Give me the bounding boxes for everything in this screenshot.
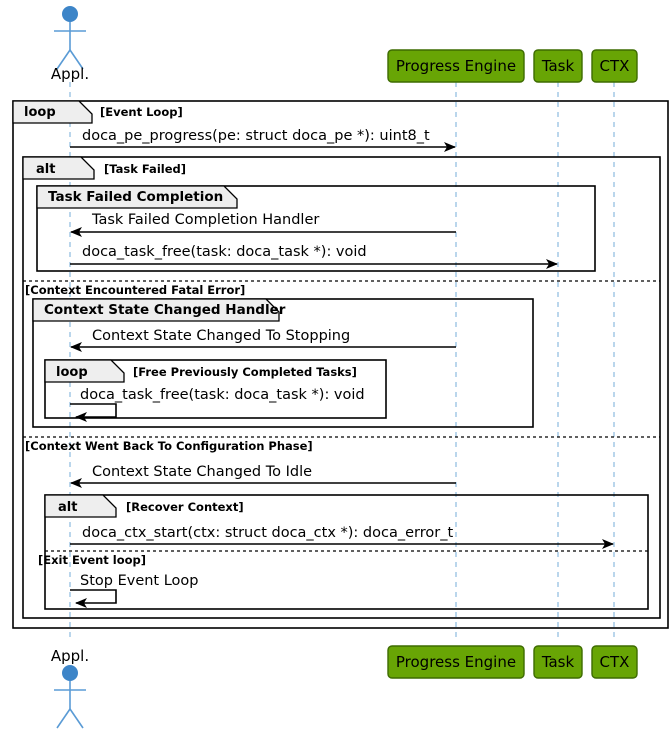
fragment-free-tasks-loop-border (44, 359, 387, 419)
fragment-guard-event-loop: [Event Loop] (100, 105, 183, 119)
fragment-recover-alt-tab (44, 494, 117, 518)
group-context-state-changed-border (32, 298, 534, 428)
fragment-task-failed-alt-border (22, 156, 661, 619)
group-context-state-changed (32, 298, 534, 428)
message-label-context-state-changed-to-stopping: Context State Changed To Stopping (92, 328, 351, 344)
actor-appl-top (54, 6, 86, 70)
group-title-context-state-changed: Context State Changed Handler (44, 302, 286, 318)
actor-leg-right-icon (69, 49, 84, 70)
message-label-context-state-changed-to-idle: Context State Changed To Idle (92, 464, 313, 480)
fragment-event-loop-tab (12, 100, 93, 124)
actor-leg-left-icon (56, 708, 71, 729)
message-label-stop-event-loop: Stop Event Loop (80, 573, 199, 589)
message-label-doca-task-free-1: doca_task_free(task: doca_task *): void (82, 244, 367, 260)
participant-box-ctx-bottom[interactable] (591, 645, 638, 679)
group-task-failed-completion-tab (36, 185, 238, 209)
actor-head-icon (62, 665, 78, 681)
participant-box-task-bottom[interactable] (533, 645, 583, 679)
fragment-free-tasks-loop-tab (44, 359, 125, 383)
participant-box-ctx-top[interactable] (591, 49, 638, 83)
actor-head-icon (62, 6, 78, 22)
fragment-guard-exit-event-loop: [Exit Event loop] (38, 553, 147, 567)
actor-leg-right-icon (69, 708, 84, 729)
fragment-recover-alt (44, 494, 649, 610)
message-label-doca-pe-progress: doca_pe_progress(pe: struct doca_pe *): … (82, 128, 430, 144)
fragment-task-failed-alt-tab (22, 156, 95, 180)
actor-leg-left-icon (56, 49, 71, 70)
fragment-event-loop (12, 100, 669, 629)
participant-boxes-top (387, 49, 638, 83)
participant-box-progress-engine-top[interactable] (387, 49, 525, 83)
fragment-guard-free-tasks-loop: [Free Previously Completed Tasks] (133, 365, 357, 379)
group-title-task-failed-completion: Task Failed Completion (48, 189, 224, 205)
fragment-operator-event-loop: loop (24, 105, 56, 120)
fragment-recover-alt-border (44, 494, 649, 610)
fragment-event-loop-border (12, 100, 669, 629)
fragment-guard-recover-alt: [Recover Context] (126, 500, 244, 514)
message-arrow-doca-task-free-self (70, 403, 117, 422)
fragment-guard-fatal-error: [Context Encountered Fatal Error] (25, 283, 246, 297)
fragment-operator-task-failed-alt: alt (36, 162, 56, 177)
fragment-guard-config-phase: [Context Went Back To Configuration Phas… (25, 439, 313, 453)
fragment-operator-free-tasks-loop: loop (56, 365, 88, 380)
participant-box-progress-engine-bottom[interactable] (387, 645, 525, 679)
message-label-doca-ctx-start: doca_ctx_start(ctx: struct doca_ctx *): … (82, 525, 454, 541)
message-label-task-failed-completion-handler: Task Failed Completion Handler (92, 212, 320, 228)
participant-box-task-top[interactable] (533, 49, 583, 83)
fragment-operator-recover-alt: alt (58, 500, 78, 515)
message-arrow-stop-event-loop-self (70, 589, 117, 608)
group-task-failed-completion-border (36, 185, 596, 272)
fragment-guard-task-failed-alt: [Task Failed] (104, 162, 186, 176)
fragment-free-tasks-loop (44, 359, 387, 419)
actor-appl-bottom (54, 665, 86, 729)
participant-boxes-bottom (387, 645, 638, 679)
message-label-doca-task-free-self: doca_task_free(task: doca_task *): void (80, 387, 365, 403)
group-task-failed-completion (36, 185, 596, 272)
fragment-task-failed-alt (22, 156, 661, 619)
group-context-state-changed-tab (32, 298, 280, 322)
